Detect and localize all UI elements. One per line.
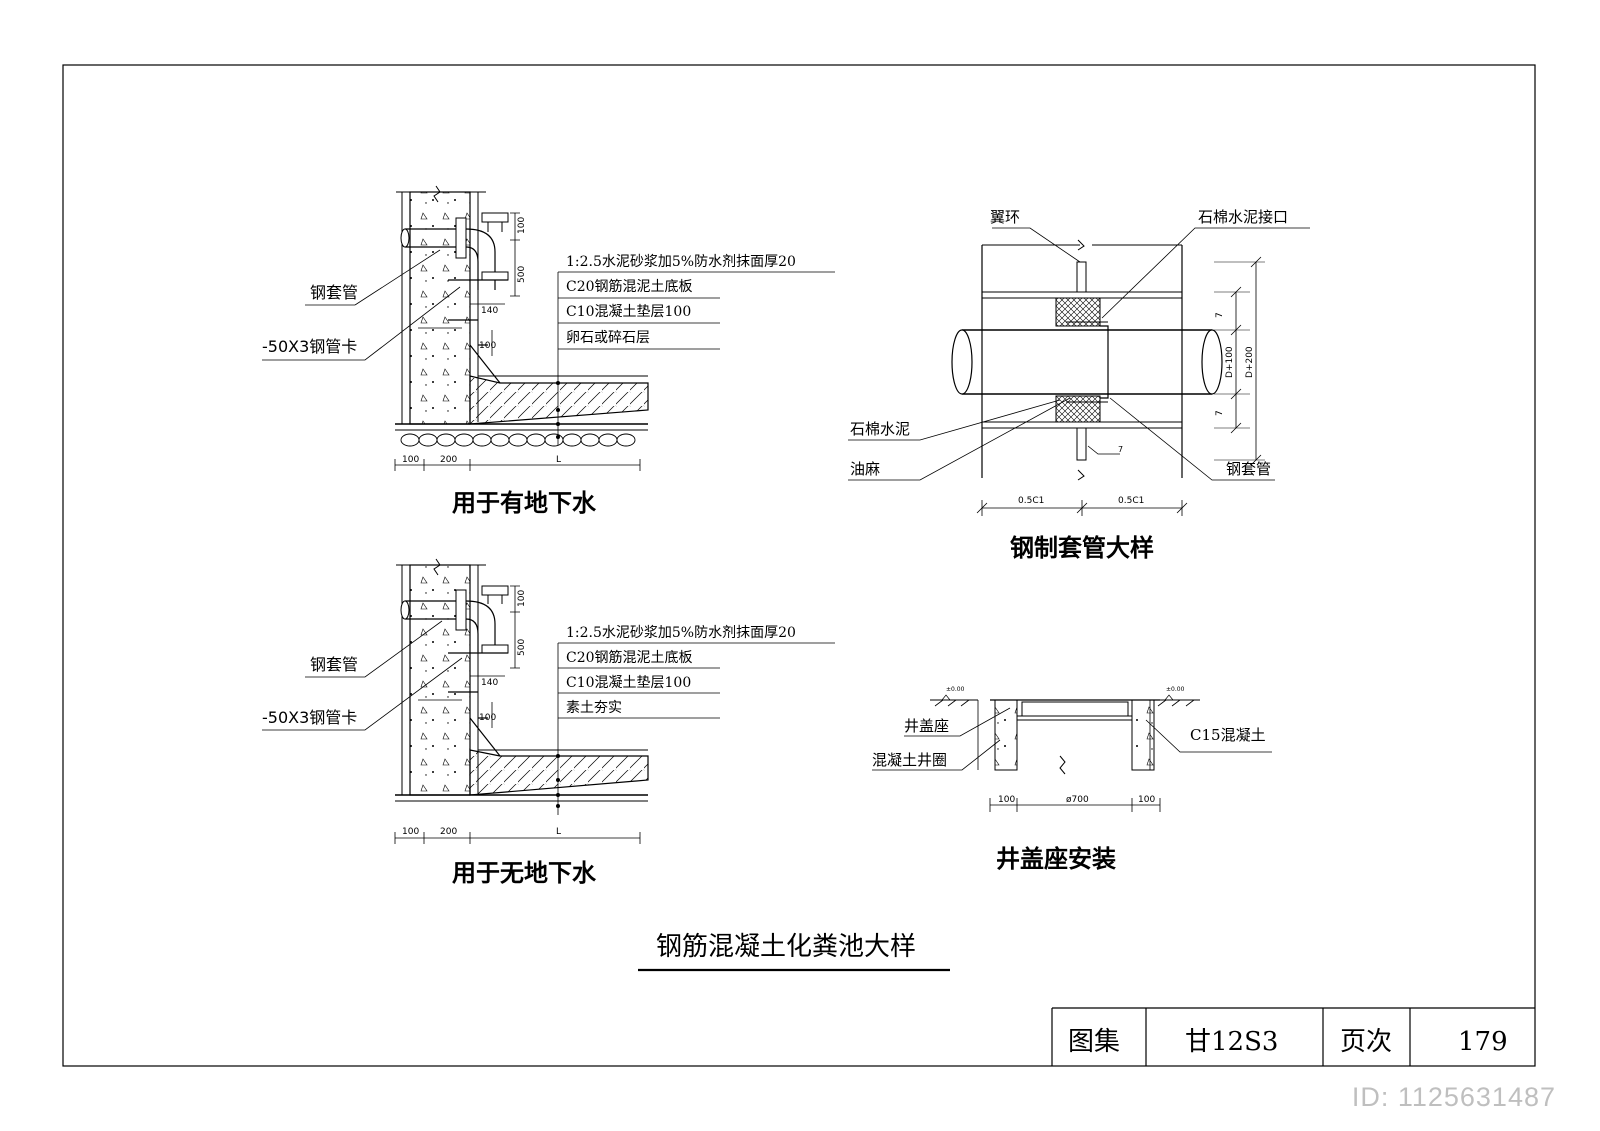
label-seat: 井盖座 [904, 717, 949, 735]
dim-7-top: 7 [1215, 312, 1225, 318]
detail-title: 用于有地下水 [452, 489, 597, 517]
label-sleeve: 钢套管 [310, 283, 358, 302]
dim-7-bottom: 7 [1215, 410, 1225, 416]
layer-label-4: 卵石或碎石层 [566, 330, 650, 346]
dim-bottom-L: L [556, 455, 561, 465]
label-wing-ring: 翼环 [990, 208, 1020, 226]
floor-slab [469, 749, 649, 796]
dim-diameter: ø700 [1066, 795, 1089, 805]
layer-label-2: C20钢筋混泥土底板 [566, 278, 693, 295]
dim-D200: D+200 [1245, 346, 1255, 378]
asbestos-packing [1055, 297, 1101, 327]
dim-100-left: 100 [998, 795, 1015, 805]
dim-D100: D+100 [1225, 346, 1235, 378]
manhole-cover [1021, 701, 1129, 717]
detail-steel-sleeve: 7 7 D+100 D+200 翼环 石棉水泥接口 石棉水泥 油麻 钢套管 7 … [848, 208, 1310, 562]
dim-bottom-100: 100 [402, 455, 419, 465]
sheet-border [62, 64, 1536, 1067]
dim-bottom-100: 100 [402, 827, 419, 837]
label-ring: 混凝土井圈 [872, 751, 947, 769]
dim-bottom-200: 200 [440, 827, 457, 837]
detail-title: 井盖座安装 [996, 845, 1116, 873]
dim-bottom-200: 200 [440, 455, 457, 465]
page-value: 179 [1458, 1027, 1508, 1057]
detail-without-groundwater: 100 500 140 100 1:2.5水泥砂浆加5%防水剂抹面厚20 C20… [262, 558, 835, 887]
atlas-label: 图集 [1068, 1027, 1120, 1057]
wing-ring [1076, 261, 1087, 293]
dim-100-top: 100 [517, 590, 527, 607]
sleeve-flange [455, 217, 467, 259]
dim-500: 500 [517, 639, 527, 656]
dim-500: 500 [517, 266, 527, 283]
dim-half-c1-right: 0.5C1 [1118, 496, 1144, 506]
label-clamp: -50X3钢管卡 [262, 708, 357, 727]
svg-text:±0.00: ±0.00 [946, 686, 965, 693]
label-sleeve: 钢套管 [1226, 460, 1271, 478]
through-pipe [962, 329, 1212, 395]
dim-bottom-L: L [556, 827, 561, 837]
svg-text:±0.00: ±0.00 [1166, 686, 1185, 693]
layer-label-2: C20钢筋混泥土底板 [566, 649, 693, 666]
page-label: 页次 [1340, 1027, 1392, 1057]
detail-manhole-seat: ±0.00 ±0.00 井盖座 混凝土井圈 C15混凝土 100 ø700 10… [872, 686, 1272, 873]
dim-140: 140 [481, 306, 498, 316]
pipe-horizontal [405, 228, 462, 248]
dim-100-mid: 100 [479, 713, 496, 723]
layer-label-1: 1:2.5水泥砂浆加5%防水剂抹面厚20 [566, 625, 796, 641]
pebble-layer [400, 433, 636, 447]
dim-half-c1-left: 0.5C1 [1018, 496, 1044, 506]
sleeve-flange [455, 589, 467, 631]
id-watermark: ID: 1125631487 [1351, 1082, 1556, 1112]
layer-label-4: 素土夯实 [566, 700, 622, 716]
dim-100-mid: 100 [479, 341, 496, 351]
dim-140: 140 [481, 678, 498, 688]
sheet-title: 钢筋混凝土化粪池大样 [656, 932, 916, 962]
label-sleeve: 钢套管 [310, 655, 358, 674]
label-clamp: -50X3钢管卡 [262, 337, 357, 356]
layer-label-3: C10混凝土垫层100 [566, 675, 691, 691]
dim-100-right: 100 [1138, 795, 1155, 805]
layer-label-1: 1:2.5水泥砂浆加5%防水剂抹面厚20 [566, 254, 796, 270]
pipe-horizontal [405, 600, 462, 620]
floor-slab [469, 375, 649, 425]
label-concrete: C15混凝土 [1190, 726, 1266, 744]
detail-title: 用于无地下水 [452, 859, 597, 887]
detail-with-groundwater: 100 500 140 100 1:2.5水泥砂浆加5%防水剂抹面厚20 C20… [262, 185, 835, 517]
atlas-value: 甘12S3 [1185, 1027, 1278, 1057]
dim-7-small: 7 [1118, 445, 1123, 454]
layer-label-3: C10混凝土垫层100 [566, 304, 691, 320]
dim-100-top: 100 [517, 217, 527, 234]
label-joint: 石棉水泥接口 [1198, 208, 1288, 226]
label-oakum: 油麻 [850, 460, 880, 478]
title-block: 图集 甘12S3 页次 179 [1051, 1007, 1535, 1066]
label-asbestos: 石棉水泥 [850, 420, 910, 438]
concrete-ring-right [1131, 699, 1155, 771]
detail-title: 钢制套管大样 [1010, 534, 1154, 562]
